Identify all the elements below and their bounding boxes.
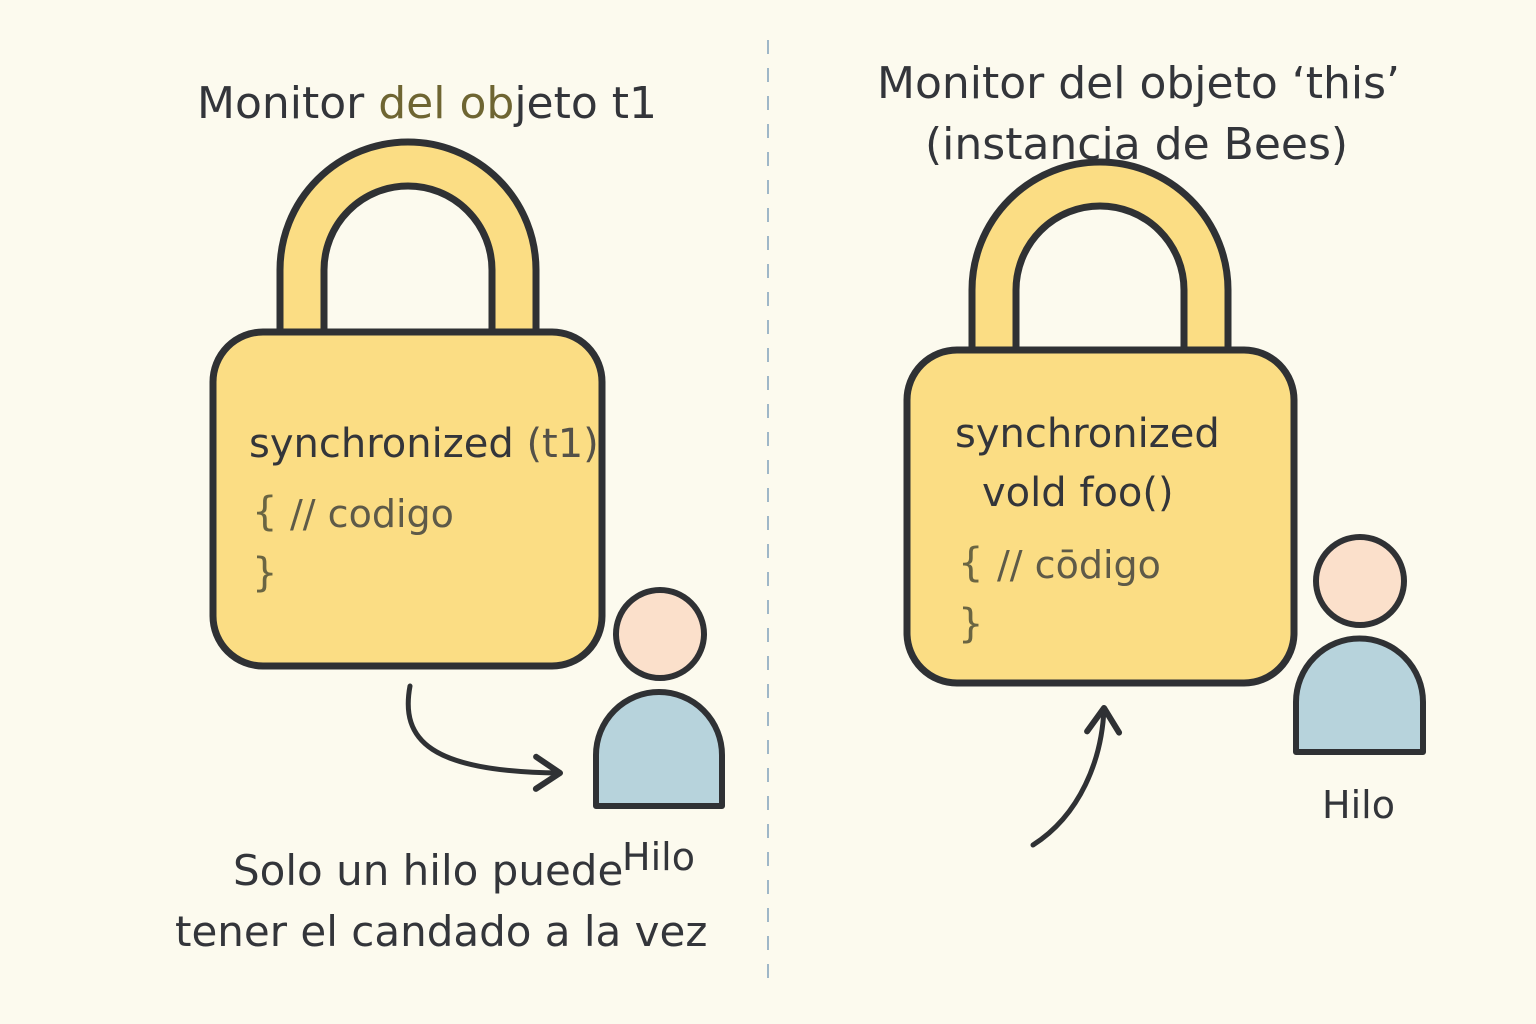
right-panel-title-line2: (instancia de Bees)	[925, 119, 1349, 170]
left-code-keyword: synchronized	[249, 421, 514, 467]
left-code-signature: synchronized (t1)	[249, 424, 599, 464]
left-caption-line2: tener el candado a la vez	[175, 907, 708, 956]
right-code-comment: // cōdigo	[997, 543, 1161, 587]
left-code-comment: // codigo	[290, 492, 454, 536]
right-code-keyword: synchronized	[955, 411, 1220, 457]
right-open-brace: {	[958, 540, 984, 586]
left-close-brace: }	[252, 550, 278, 596]
left-thread-person-icon	[593, 587, 725, 809]
left-person-head	[613, 587, 707, 681]
right-close-brace: }	[958, 601, 984, 647]
left-caption-line1: Solo un hilo puede	[233, 846, 624, 895]
right-code-method: vold foo()	[982, 470, 1174, 516]
right-thread-label: Hilo	[1322, 783, 1395, 827]
left-padlock-icon	[209, 138, 606, 670]
left-open-brace: {	[252, 489, 278, 535]
left-lock-shackle	[276, 138, 540, 344]
right-panel-title-line1: Monitor del objeto ‘this’	[877, 58, 1401, 109]
left-arrow-icon	[405, 683, 563, 792]
left-lock-body	[209, 328, 606, 670]
left-thread-label: Hilo	[622, 835, 695, 879]
left-person-body	[593, 689, 725, 809]
right-person-head	[1313, 534, 1407, 628]
right-lock-body	[903, 346, 1298, 687]
left-code-argument: (t1)	[526, 421, 599, 467]
right-arrow-icon	[1030, 705, 1123, 848]
left-panel-title: Monitor del objeto t1	[197, 78, 658, 129]
right-thread-person-icon	[1293, 534, 1426, 755]
right-lock-shackle	[968, 158, 1232, 364]
right-padlock-icon	[903, 158, 1298, 687]
right-person-body	[1293, 635, 1426, 755]
